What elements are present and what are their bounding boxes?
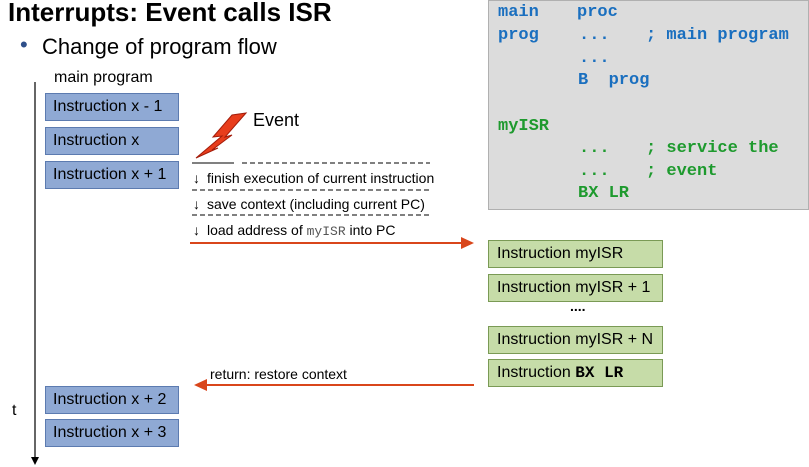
code-token: prog: [498, 26, 539, 45]
down-arrow-icon: ↓: [193, 222, 200, 238]
code-token: B prog: [578, 71, 650, 90]
time-label: t: [12, 402, 17, 419]
code-token: ...: [579, 162, 610, 181]
main-program-label: main program: [54, 69, 153, 86]
isr-ellipsis: ....: [570, 298, 586, 314]
instruction-box: Instruction x - 1: [45, 93, 179, 121]
isr-instruction-box: Instruction myISR + N: [488, 326, 663, 354]
return-arrowhead-icon: [194, 379, 207, 391]
bullet-text: Change of program flow: [42, 34, 277, 59]
step-load-address: ↓load address of myISR into PC: [193, 222, 396, 239]
step-finish: ↓finish execution of current instruction: [193, 170, 435, 186]
instruction-box: Instruction x + 3: [45, 419, 179, 447]
code-token: BX LR: [578, 184, 630, 203]
isr-instruction-box: Instruction myISR: [488, 240, 663, 268]
code-token: ...: [579, 26, 610, 45]
event-label: Event: [253, 110, 300, 130]
code-token: proc: [577, 3, 618, 22]
code-panel: main proc prog ... ; main program ... B …: [488, 0, 809, 210]
code-token: ...: [579, 49, 610, 68]
code-comment: ; service the: [646, 139, 779, 158]
call-arrowhead-icon: [461, 237, 474, 249]
instruction-box: Instruction x + 2: [45, 386, 179, 414]
bullet-dot-icon: •: [20, 32, 28, 57]
slide-title: Interrupts: Event calls ISR: [8, 0, 332, 27]
return-label: return: restore context: [210, 366, 347, 382]
code-token: myISR: [498, 117, 550, 136]
isr-instruction-box: Instruction myISR + 1: [488, 274, 663, 302]
instruction-box: Instruction x + 1: [45, 161, 179, 189]
lightning-bolt-icon: [195, 112, 248, 159]
down-arrow-icon: ↓: [193, 170, 200, 186]
isr-return-box: Instruction BX LR: [488, 359, 663, 387]
code-comment: ; main program: [646, 26, 789, 45]
code-token: main: [498, 3, 539, 22]
code-token: ...: [579, 139, 610, 158]
instruction-box: Instruction x: [45, 127, 179, 155]
time-axis-arrowhead-icon: [31, 457, 39, 465]
down-arrow-icon: ↓: [193, 196, 200, 212]
code-comment: ; event: [646, 162, 718, 181]
step-save-context: ↓save context (including current PC): [193, 196, 425, 212]
